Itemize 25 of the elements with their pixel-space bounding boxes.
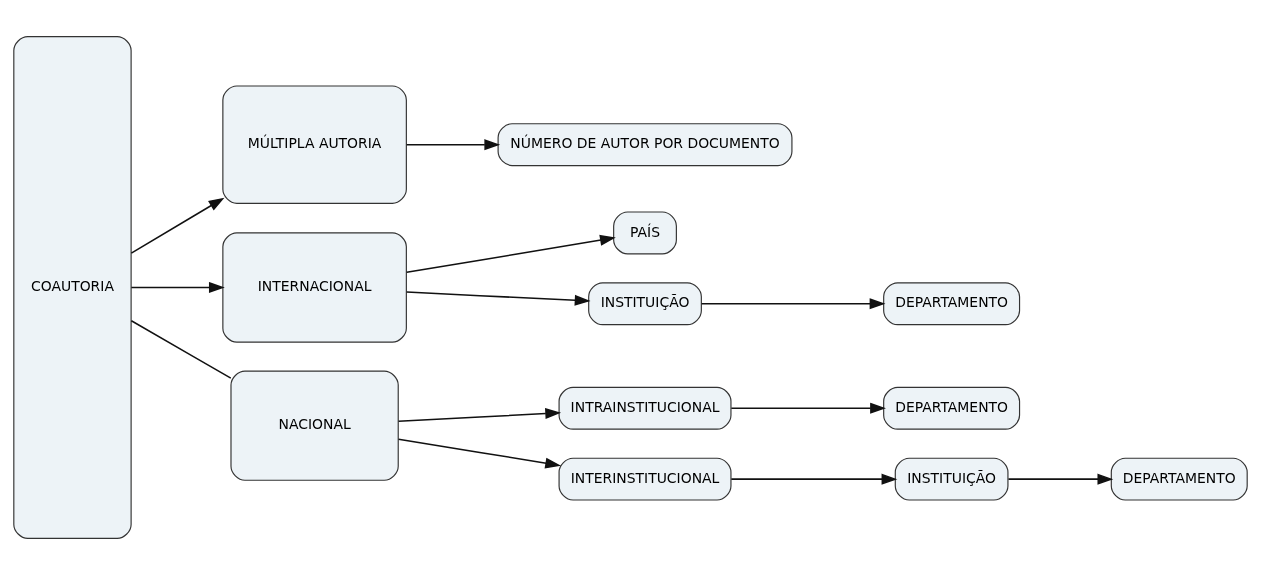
arrow (405, 290, 591, 306)
node-box: DEPARTAMENTO (1110, 457, 1248, 501)
arrow (730, 473, 898, 485)
arrow (730, 402, 886, 414)
node-box: DEPARTAMENTO (883, 281, 1021, 325)
node-box: NACIONAL (230, 370, 399, 481)
node-box: INSTITUIÇÃO (588, 281, 702, 325)
arrow (405, 234, 616, 273)
node-box: MÚLTIPLA AUTORIA (222, 84, 407, 204)
arrow (130, 197, 225, 254)
node-box: INTRAINSTITUCIONAL (558, 386, 732, 430)
arrow (397, 437, 562, 469)
connector (130, 319, 232, 379)
arrow (397, 407, 562, 422)
node-box: INTERINSTITUCIONAL (558, 457, 732, 501)
arrow (130, 281, 225, 293)
node-box: DEPARTAMENTO (883, 386, 1021, 430)
arrow (700, 297, 886, 309)
node-box: INSTITUIÇÃO (894, 457, 1009, 501)
node-box: COAUTORIA (13, 35, 132, 539)
node-box: INTERNACIONAL (222, 231, 407, 343)
node-box: NÚMERO DE AUTOR POR DOCUMENTO (497, 122, 793, 166)
node-box: PAÍS (613, 210, 677, 254)
arrow (1007, 473, 1114, 485)
arrow (405, 138, 501, 150)
